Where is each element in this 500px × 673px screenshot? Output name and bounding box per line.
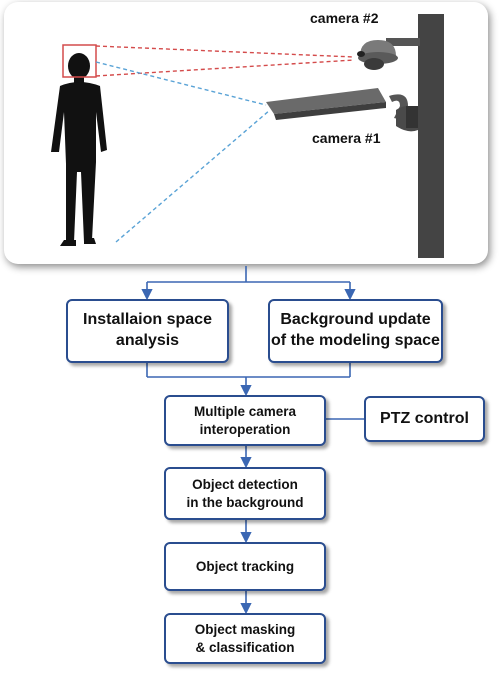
installation-space-analysis-box: Installaion space analysis	[66, 299, 229, 363]
camera1-device	[266, 88, 418, 132]
scene-illustration: camera #2 camera #1	[4, 2, 488, 264]
object-tracking-label: Object tracking	[195, 558, 295, 574]
background-update-box: Background update of the modeling space	[268, 299, 443, 363]
camera2-label: camera #2	[310, 10, 379, 26]
object-masking-box: Object masking & classification	[164, 613, 326, 664]
multiple-camera-interoperation-label: Multiple camera interoperation	[193, 403, 297, 437]
camera1-view-lines	[95, 61, 271, 243]
scene-drawing	[51, 14, 444, 258]
background-update-label: Background update of the modeling space	[271, 311, 440, 349]
object-masking-label: Object masking & classification	[194, 621, 296, 655]
object-tracking-box: Object tracking	[164, 542, 326, 591]
camera2-device	[357, 38, 420, 70]
wall-pole	[418, 14, 444, 258]
object-detection-label: Object detection in the background	[186, 476, 304, 510]
person-silhouette	[51, 53, 107, 246]
ptz-control-label: PTZ control	[380, 409, 469, 427]
ptz-control-box: PTZ control	[364, 396, 485, 442]
face-detection-box	[62, 44, 97, 78]
multiple-camera-interoperation-box: Multiple camera interoperation	[164, 395, 326, 446]
installation-space-analysis-label: Installaion space analysis	[83, 311, 212, 349]
object-detection-box: Object detection in the background	[164, 467, 326, 520]
camera1-label: camera #1	[312, 130, 381, 146]
